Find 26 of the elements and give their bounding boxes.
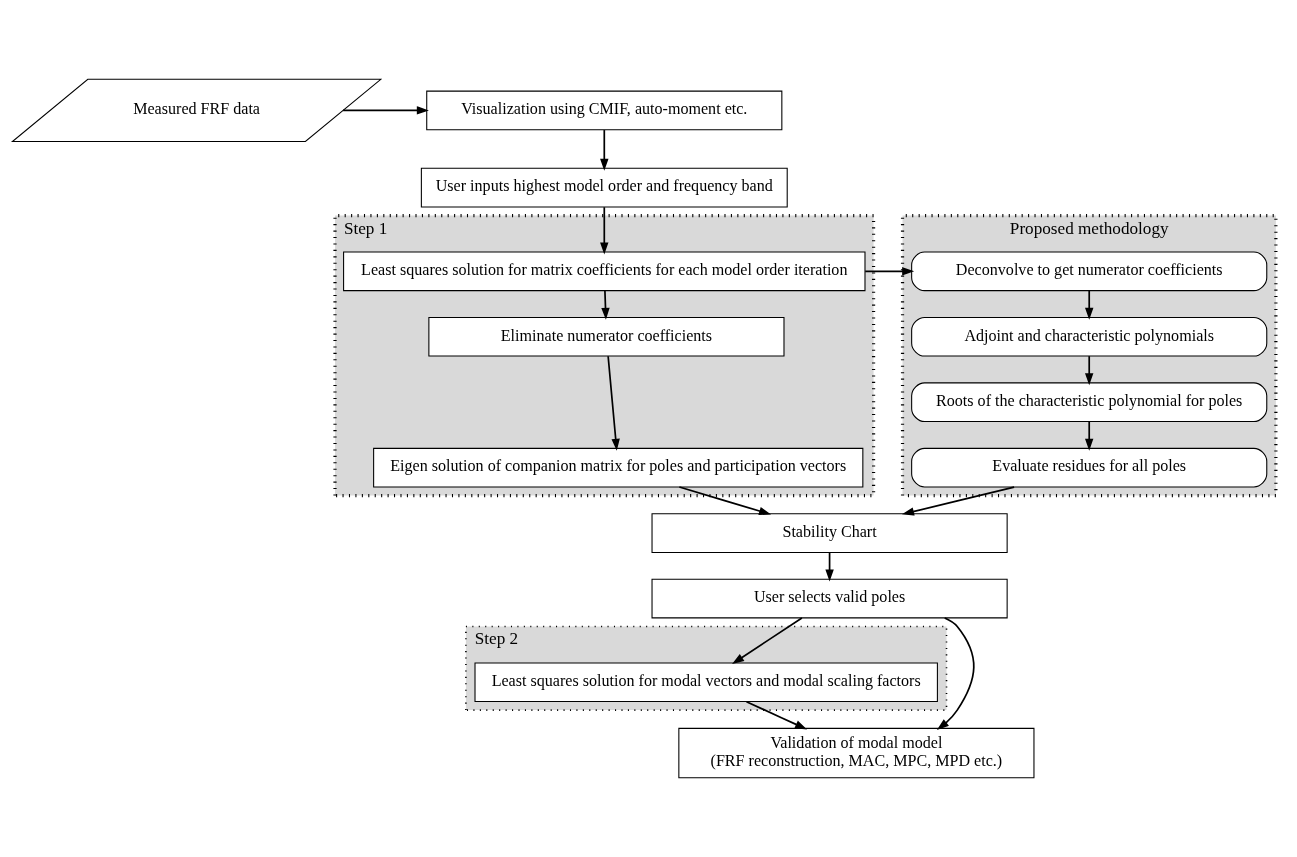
node-box: Stability Chart xyxy=(651,513,1008,553)
arrow xyxy=(745,700,808,730)
arrow xyxy=(600,206,609,255)
node-box: User inputs highest model order and frequency band xyxy=(420,167,788,208)
node-box: Least squares solution for matrix coefficients for each model order iteration xyxy=(343,251,866,292)
node-box: User selects valid poles xyxy=(651,578,1008,619)
node-box: Adjoint and characteristic polynomials xyxy=(911,316,1268,357)
arrow xyxy=(732,617,803,665)
node-box: Eigen solution of companion matrix for poles and participation vectors xyxy=(373,447,864,488)
arrow xyxy=(600,129,609,171)
node-box: Evaluate residues for all poles xyxy=(911,447,1268,488)
arrow xyxy=(1085,289,1094,320)
arrow xyxy=(601,289,610,320)
arrow xyxy=(1085,355,1094,386)
node-box: Deconvolve to get numerator coefficients xyxy=(911,251,1268,292)
node-box: Validation of modal model (FRF reconstruction, MAC, MPC, MPD etc.) xyxy=(678,727,1035,779)
node-box: Eliminate numerator coefficients xyxy=(428,316,785,357)
arrow xyxy=(1085,420,1094,451)
node-box: Roots of the characteristic polynomial for poles xyxy=(911,382,1268,423)
arrow xyxy=(864,267,915,276)
arrow xyxy=(902,486,1015,516)
arrow xyxy=(678,486,772,516)
arrow xyxy=(342,106,429,115)
node-box: Visualization using CMIF, auto-moment etc. xyxy=(426,90,783,131)
arrow xyxy=(607,355,620,451)
node-box: Least squares solution for modal vectors and modal scaling factors xyxy=(474,662,938,703)
